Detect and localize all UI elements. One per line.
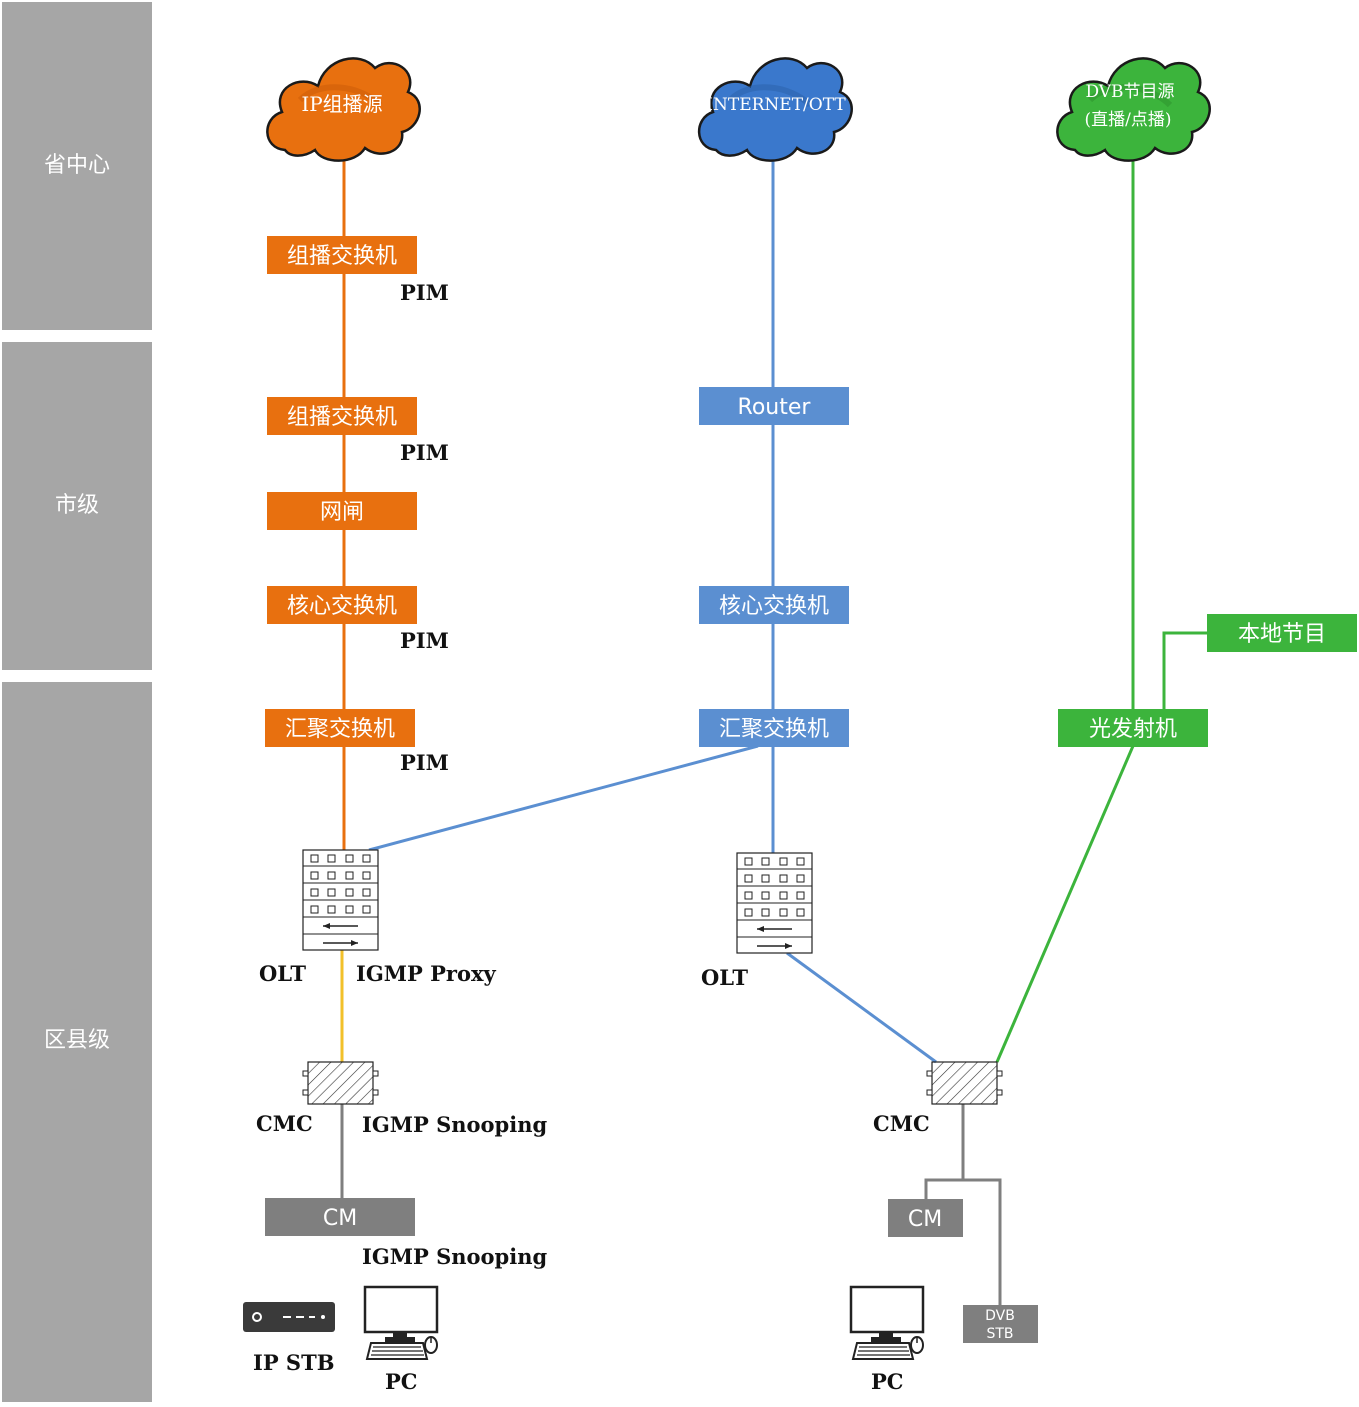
orange-gateway: 网闸 <box>267 492 417 530</box>
olt-icon <box>736 852 813 954</box>
dvb-stb-box: DVB STB <box>963 1305 1038 1343</box>
cmc-right-label: CMC <box>873 1111 930 1136</box>
green-local-program: 本地节目 <box>1207 614 1357 652</box>
cloud-label-dvb-line2: (直播/点播) <box>1085 110 1172 130</box>
cmc-right-branch-line <box>924 1178 1002 1306</box>
igmp-proxy-label: IGMP Proxy <box>356 961 496 986</box>
box-label: 组播交换机 <box>287 405 397 430</box>
pc-left-label: PC <box>385 1369 418 1394</box>
box-label: 光发射机 <box>1089 717 1177 742</box>
cloud-icon <box>1056 57 1211 162</box>
box-label: 组播交换机 <box>287 244 397 269</box>
orange-multicast-switch-2: 组播交换机 <box>267 397 417 435</box>
cloud-internet: INTERNET/OTT <box>697 57 853 162</box>
tier-district: 区县级 <box>2 682 152 1402</box>
cm-right-box: CM <box>888 1199 963 1237</box>
blue-core-switch: 核心交换机 <box>699 586 849 624</box>
olt-icon <box>302 849 379 951</box>
box-label: CM <box>323 1206 357 1231</box>
cmc-left-label: CMC <box>256 1111 313 1136</box>
cmc-icon <box>302 1061 379 1105</box>
box-label: Router <box>738 395 812 420</box>
olt-left-label: OLT <box>259 961 306 986</box>
box-label: 核心交换机 <box>287 594 397 619</box>
pim-label-4: PIM <box>400 750 449 775</box>
set-top-box-icon <box>243 1302 335 1332</box>
tier-label-district: 区县级 <box>44 1028 110 1053</box>
pc-icon <box>363 1285 439 1360</box>
ip-stb-label: IP STB <box>253 1350 334 1375</box>
pim-label-2: PIM <box>400 440 449 465</box>
green-optical-transmitter: 光发射机 <box>1058 709 1208 747</box>
box-label: CM <box>908 1207 942 1232</box>
cloud-icon <box>266 57 421 162</box>
box-label: 汇聚交换机 <box>285 717 395 742</box>
aggregation-to-olt-left-line <box>368 744 759 852</box>
blue-aggregation-switch: 汇聚交换机 <box>699 709 849 747</box>
igmp-snooping-label-2: IGMP Snooping <box>362 1244 547 1269</box>
orange-multicast-switch-1: 组播交换机 <box>267 236 417 274</box>
cm-left-box: CM <box>265 1198 415 1236</box>
blue-router: Router <box>699 387 849 425</box>
cloud-ip-multicast: IP组播源 <box>266 57 421 162</box>
tier-label-city: 市级 <box>55 493 99 518</box>
tier-label-province: 省中心 <box>44 153 110 178</box>
box-label: 汇聚交换机 <box>719 717 829 742</box>
box-label-line1: DVB <box>985 1308 1015 1324</box>
tier-province: 省中心 <box>2 2 152 330</box>
transmitter-to-cmc-line <box>995 745 1135 1063</box>
orange-core-switch: 核心交换机 <box>267 586 417 624</box>
pim-label-1: PIM <box>400 280 449 305</box>
tier-city: 市级 <box>2 342 152 670</box>
olt-right-label: OLT <box>701 965 748 990</box>
box-label: 核心交换机 <box>719 594 829 619</box>
cloud-label-dvb-line1: DVB节目源 <box>1085 82 1174 102</box>
pc-icon <box>849 1285 925 1360</box>
local-program-line <box>1162 631 1210 710</box>
cloud-dvb: DVB节目源 (直播/点播) <box>1056 57 1211 162</box>
cmc-icon <box>926 1061 1003 1105</box>
cloud-label-ip-multicast: IP组播源 <box>301 92 382 116</box>
box-label: 网闸 <box>320 500 364 525</box>
olt-right-to-cmc-line <box>786 951 937 1064</box>
cloud-label-internet: INTERNET/OTT <box>706 95 846 115</box>
tier-sidebar: 省中心 市级 区县级 <box>2 2 152 1402</box>
box-label-line2: STB <box>986 1326 1013 1342</box>
orange-aggregation-switch: 汇聚交换机 <box>265 709 415 747</box>
box-label: 本地节目 <box>1238 622 1326 647</box>
igmp-snooping-label-1: IGMP Snooping <box>362 1112 547 1137</box>
cloud-icon <box>697 57 853 162</box>
pc-right-label: PC <box>871 1369 904 1394</box>
pim-label-3: PIM <box>400 628 449 653</box>
